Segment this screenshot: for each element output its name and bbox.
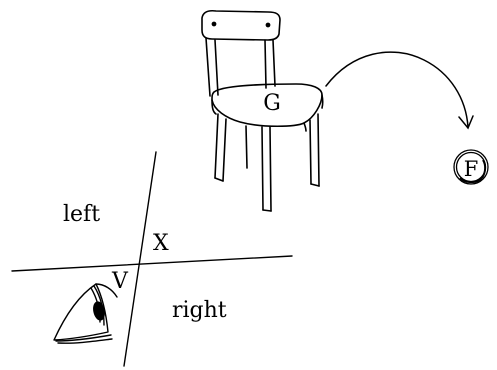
chair-icon (201, 9, 324, 212)
diagonal-line (123, 151, 157, 367)
horizontal-line (11, 255, 293, 272)
coin-label: F (464, 157, 479, 181)
chair-label: G (263, 91, 281, 116)
intersection-label: X (153, 231, 169, 256)
coin-icon (453, 149, 489, 185)
curved-arrow (325, 51, 474, 130)
crossing-lines (11, 151, 293, 367)
viewpoint-label: V (111, 269, 129, 294)
left-label: left (63, 202, 100, 227)
eye-icon (53, 283, 118, 344)
right-label: right (172, 298, 227, 323)
